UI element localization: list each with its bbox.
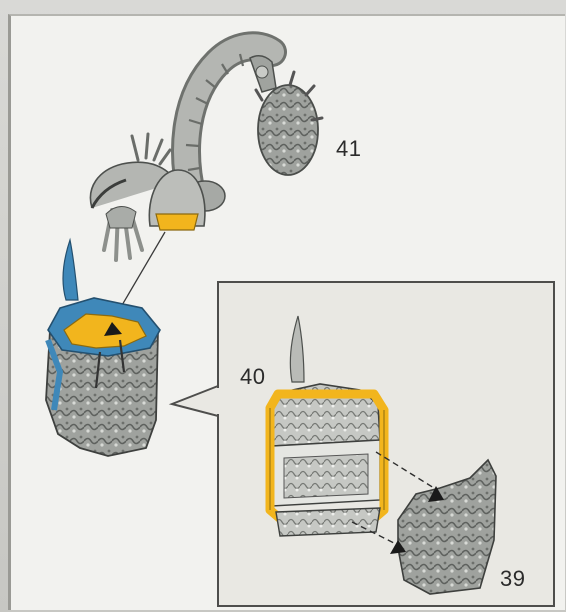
rock-base-part — [46, 240, 160, 456]
step-number-41: 41 — [336, 136, 361, 162]
step-number-39: 39 — [500, 566, 525, 592]
yellow-attachment-socket — [156, 214, 198, 230]
step-number-40: 40 — [240, 364, 265, 390]
spiked-club-part — [250, 56, 322, 175]
